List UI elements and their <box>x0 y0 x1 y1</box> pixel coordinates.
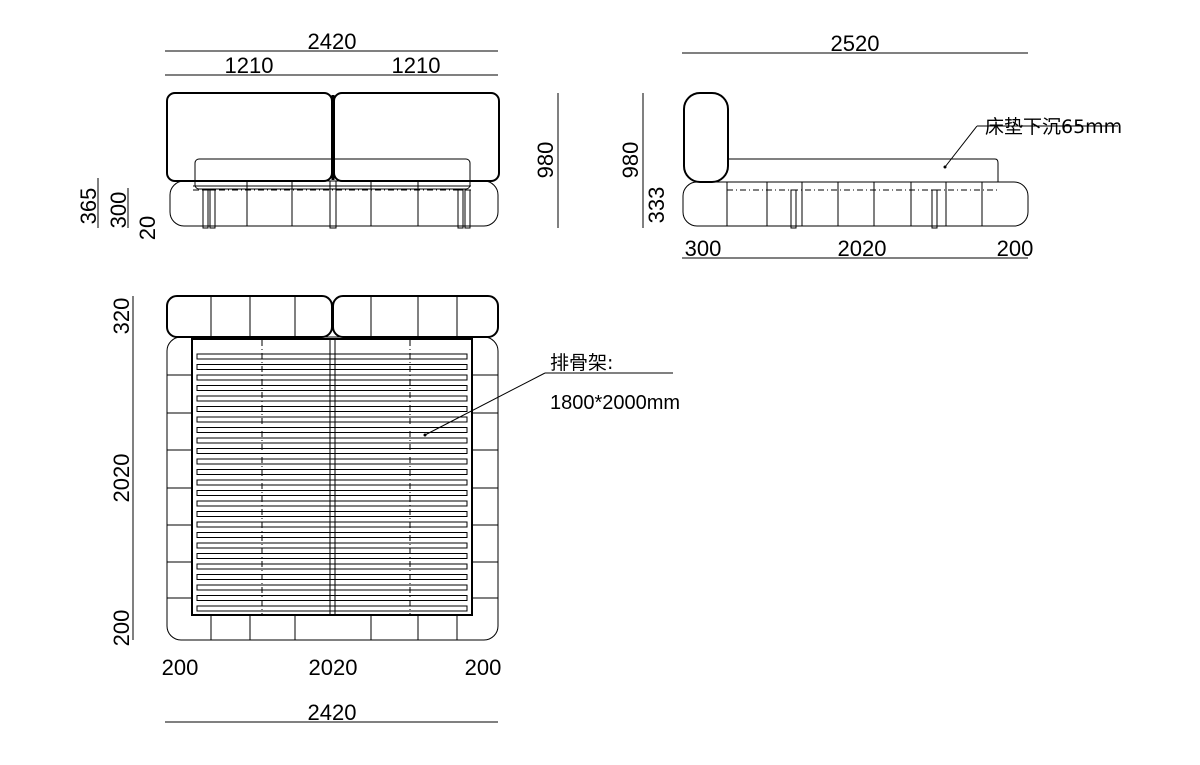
slat-frame <box>191 338 473 616</box>
bed-base-side <box>682 181 1029 227</box>
dim-frame-height: 300 <box>106 192 131 229</box>
slat <box>196 437 468 444</box>
dim-footboard-depth: 200 <box>997 236 1034 261</box>
dim-headboard-depth: 300 <box>685 236 722 261</box>
slat <box>196 406 468 412</box>
slat <box>196 605 468 612</box>
front-view: 2420 1210 1210 980 365 300 20 <box>76 29 559 240</box>
slat-label: 排骨架: <box>550 352 613 374</box>
slat-size: 1800*2000mm <box>550 392 680 414</box>
slat <box>196 458 468 465</box>
dim-height: 980 <box>533 142 558 179</box>
slat <box>196 595 468 601</box>
headboard-cushion-left <box>166 92 333 182</box>
mattress-outline <box>194 158 471 190</box>
mattress-sink-note: 床垫下沉65mm <box>985 116 1122 138</box>
slat <box>196 532 468 538</box>
bed-base <box>169 180 499 227</box>
leader-line <box>944 125 978 168</box>
bed-base-top <box>166 336 499 641</box>
slats <box>196 353 468 612</box>
side-panel-seams <box>766 182 983 226</box>
slat <box>196 353 468 360</box>
slat <box>196 395 468 402</box>
slat <box>196 469 468 475</box>
dim-side-left: 200 <box>162 655 199 680</box>
dim-side-base-height: 333 <box>644 187 669 224</box>
slat <box>196 563 468 570</box>
slat <box>196 448 468 454</box>
headboard-cushion-right <box>333 92 500 182</box>
slat <box>196 479 468 486</box>
slat <box>196 521 468 528</box>
slat <box>196 584 468 591</box>
slat <box>196 416 468 423</box>
slat <box>196 427 468 433</box>
dim-base-height: 365 <box>76 188 101 225</box>
dim-inner-width: 2020 <box>309 655 358 680</box>
slat <box>196 500 468 507</box>
slat <box>196 364 468 370</box>
dim-half-width-left: 1210 <box>225 53 274 78</box>
slat <box>196 385 468 391</box>
slat <box>196 511 468 517</box>
dim-side-height: 980 <box>618 142 643 179</box>
top-view: 320 2020 200 200 2020 200 2420 排骨架: 1800… <box>109 295 680 725</box>
headboard-top-right <box>332 295 499 338</box>
dim-top-footboard-depth: 200 <box>109 610 134 647</box>
dim-bed-length: 2020 <box>838 236 887 261</box>
dim-side-right: 200 <box>465 655 502 680</box>
slat <box>196 553 468 559</box>
dim-total-length: 2520 <box>831 31 880 56</box>
legs <box>202 180 471 229</box>
dim-leg-clearance: 20 <box>135 216 160 240</box>
slat <box>196 574 468 580</box>
slat <box>196 374 468 381</box>
dim-half-width-right: 1210 <box>392 53 441 78</box>
slat <box>196 542 468 549</box>
base-panel-seams <box>246 181 419 226</box>
dim-top-bed-length: 2020 <box>109 454 134 503</box>
slat-leader-line <box>424 372 546 436</box>
dim-top-total-width: 2420 <box>308 700 357 725</box>
dim-total-width: 2420 <box>308 29 357 54</box>
slat <box>196 490 468 496</box>
dim-top-headboard-depth: 320 <box>109 298 134 335</box>
side-cushion-seams <box>167 374 498 640</box>
headboard-side <box>683 92 729 183</box>
side-view: 2520 980 333 300 2020 200 床垫下沉65mm <box>618 31 1122 261</box>
